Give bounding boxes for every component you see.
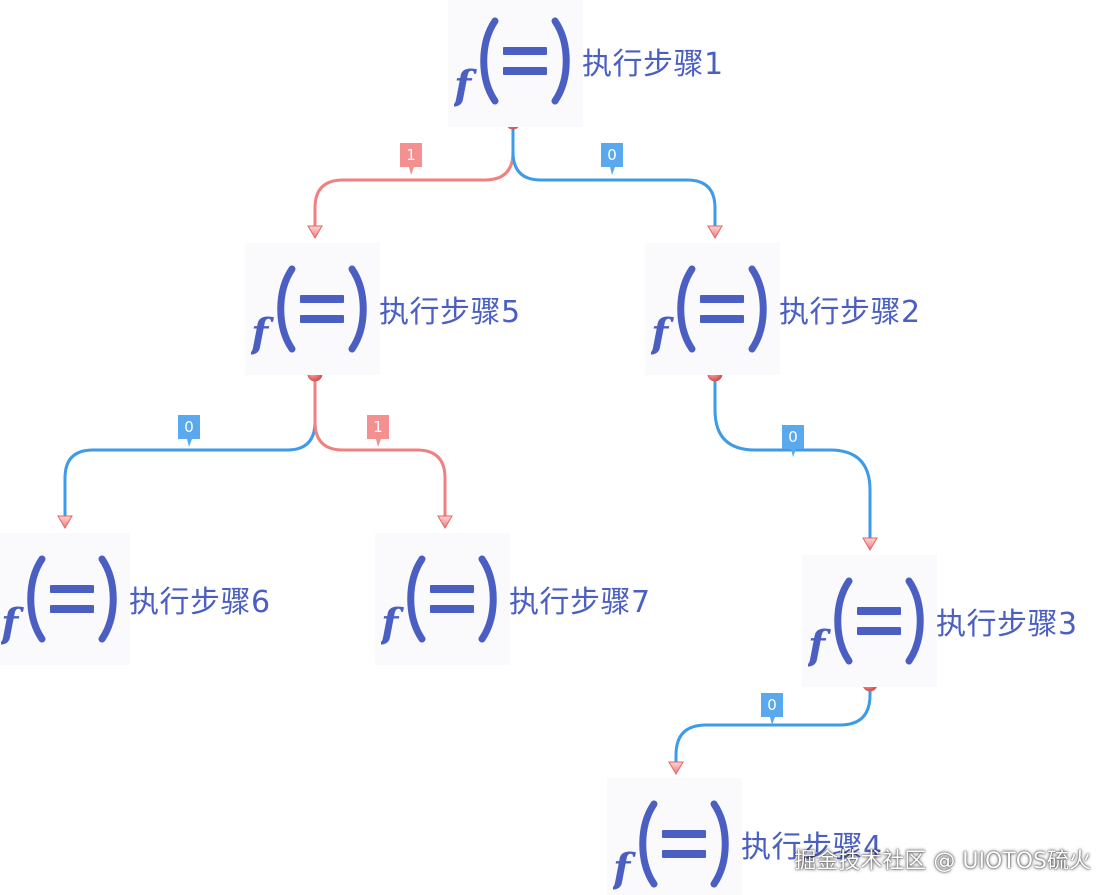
watermark: 掘金技术社区 @ UIOTOS硫火 <box>794 849 1091 874</box>
step-node-label: 执行步骤6 <box>129 585 271 620</box>
step-node-1[interactable]: 执行步骤1 <box>448 0 723 127</box>
edge-label-text: 0 <box>788 428 798 446</box>
input-port-arrow-icon[interactable] <box>437 515 453 529</box>
edge-n5-n6[interactable] <box>63 372 317 520</box>
function-icon <box>381 551 497 647</box>
edge-n1-n2[interactable] <box>511 120 717 230</box>
edge-n3-n4[interactable] <box>674 682 872 766</box>
step-node-5[interactable]: 执行步骤5 <box>245 243 520 375</box>
step-node-label: 执行步骤2 <box>779 295 921 330</box>
step-node-label: 执行步骤1 <box>582 47 724 82</box>
step-node-3[interactable]: 执行步骤3 <box>802 555 1077 687</box>
step-node-label: 执行步骤7 <box>509 585 651 620</box>
function-icon <box>651 261 767 357</box>
step-node-2[interactable]: 执行步骤2 <box>645 243 920 375</box>
edge-n1-n5[interactable] <box>313 120 515 230</box>
function-icon <box>613 796 729 892</box>
edge-label-badge[interactable]: 0 <box>761 693 783 725</box>
function-icon <box>454 13 570 109</box>
function-icon <box>808 573 924 669</box>
edge-label-text: 0 <box>184 418 194 436</box>
step-node-4[interactable]: 执行步骤4 <box>607 778 882 895</box>
edge-n2-n3[interactable] <box>713 372 872 542</box>
step-node-label: 执行步骤4 <box>741 830 883 865</box>
step-node-label: 执行步骤3 <box>936 607 1078 642</box>
input-port-arrow-icon[interactable] <box>707 225 723 239</box>
edge-label-badge[interactable]: 0 <box>178 415 200 447</box>
edge-label-text: 1 <box>373 418 383 436</box>
edge-label-badge[interactable]: 0 <box>601 143 623 175</box>
step-node-label: 执行步骤5 <box>379 295 521 330</box>
function-icon <box>251 261 367 357</box>
edge-label-badge[interactable]: 1 <box>400 143 422 175</box>
edge-label-badge[interactable]: 0 <box>782 425 804 457</box>
edge-label-text: 0 <box>767 696 777 714</box>
input-port-arrow-icon[interactable] <box>57 515 73 529</box>
step-node-6[interactable]: 执行步骤6 <box>0 533 270 665</box>
input-port-arrow-icon[interactable] <box>307 225 323 239</box>
edge-n5-n7[interactable] <box>313 372 447 520</box>
function-icon <box>1 551 117 647</box>
input-port-arrow-icon[interactable] <box>668 761 684 775</box>
edge-label-text: 0 <box>607 146 617 164</box>
edge-label-text: 1 <box>406 146 416 164</box>
step-node-7[interactable]: 执行步骤7 <box>375 533 650 665</box>
input-port-arrow-icon[interactable] <box>862 537 878 551</box>
edge-label-badge[interactable]: 1 <box>367 415 389 447</box>
